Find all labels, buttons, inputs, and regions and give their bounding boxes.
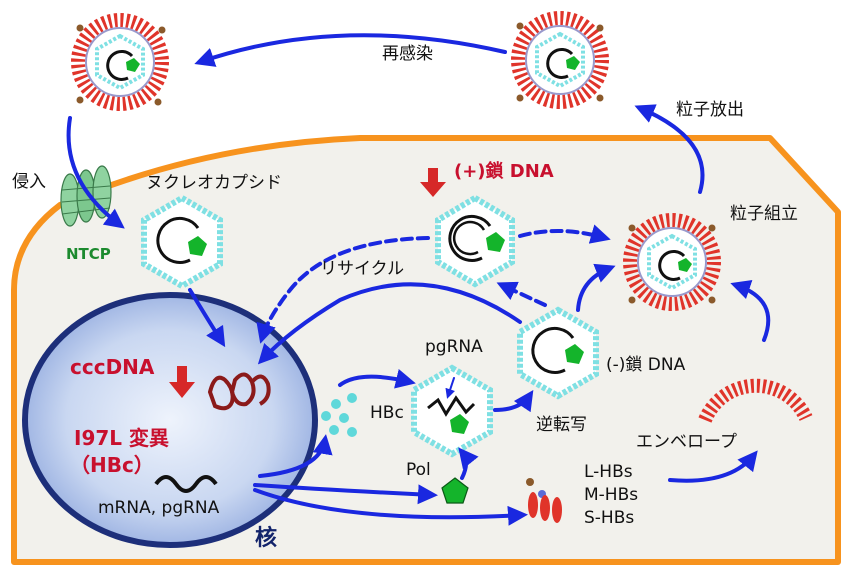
polymerase-icon (441, 477, 469, 504)
arrow-minus-to-plus-dashed (496, 281, 547, 307)
label-mutation-line1: I97L 変異 (74, 426, 169, 450)
nucleus (22, 292, 318, 548)
label-release: 粒子放出 (676, 100, 744, 120)
nucleocapsid-entry (141, 194, 223, 290)
label-hbc: HBc (370, 403, 404, 423)
arrow-mrna-to-hbc (258, 434, 333, 478)
arrow-pgrna-pointer (445, 377, 455, 399)
label-pol: Pol (406, 460, 431, 480)
label-ntcp: NTCP (66, 245, 111, 263)
arrow-minus-to-nucleus (257, 282, 522, 365)
highlight-arrow-plus (420, 168, 446, 197)
arrow-minus-to-assembly (576, 263, 616, 312)
envelope-arc (698, 378, 813, 423)
arrow-recycle-dashed (256, 236, 430, 344)
ntcp-receptor-icon (60, 165, 112, 227)
arrow-release (634, 104, 705, 194)
hbs-proteins-icon (526, 478, 562, 523)
arrow-reinfection (194, 33, 507, 67)
label-minus-strand: (-)鎖 DNA (606, 355, 686, 375)
arrow-capsid-to-minus (493, 390, 534, 413)
label-plus-strand: (+)鎖 DNA (454, 161, 554, 182)
arrow-hbs-to-envelope (668, 450, 758, 483)
label-mrna: mRNA, pgRNA (98, 498, 220, 518)
arrow-mrna-to-hbs (253, 488, 528, 526)
label-cccdna: cccDNA (70, 355, 155, 379)
label-assembly: 粒子組立 (730, 204, 798, 224)
arrow-envelope-to-assembly (730, 280, 771, 342)
label-recycle: リサイクル (320, 259, 405, 279)
label-nucleus: 核 (255, 526, 278, 551)
arrow-mrna-to-pol (253, 483, 438, 505)
label-entry: 侵入 (12, 172, 46, 192)
arrow-nucleocapsid-to-nucleus (188, 288, 226, 348)
label-m-hbs: M-HBs (584, 485, 639, 505)
label-s-hbs: S-HBs (584, 508, 635, 528)
arrow-entry (66, 116, 125, 229)
label-reinfection: 再感染 (382, 44, 433, 64)
label-pgrna: pgRNA (425, 337, 483, 357)
label-nucleocapsid: ヌクレオカプシド (146, 173, 282, 193)
arrow-plus-to-assembly-dashed (518, 224, 611, 244)
label-l-hbs: L-HBs (584, 462, 633, 482)
capsid-pgrna (411, 364, 493, 458)
virion-assembled (623, 213, 721, 311)
mrna-icon (154, 475, 218, 493)
hbc-dots (321, 393, 357, 437)
virion-released (511, 11, 609, 109)
label-mutation-line2: （HBc） (70, 453, 154, 477)
nucleocapsid-minus-strand (517, 306, 599, 400)
highlight-arrow-cccdna (169, 366, 195, 398)
arrow-hbc-to-capsid (338, 369, 416, 389)
label-envelope: エンベロープ (636, 432, 737, 452)
label-reverse-transcription: 逆転写 (536, 415, 587, 435)
arrow-pol-to-capsid (458, 447, 479, 480)
nucleocapsid-plus-strand (435, 194, 515, 288)
cccdna-icon (207, 372, 271, 411)
virion-reinfection (71, 13, 169, 111)
